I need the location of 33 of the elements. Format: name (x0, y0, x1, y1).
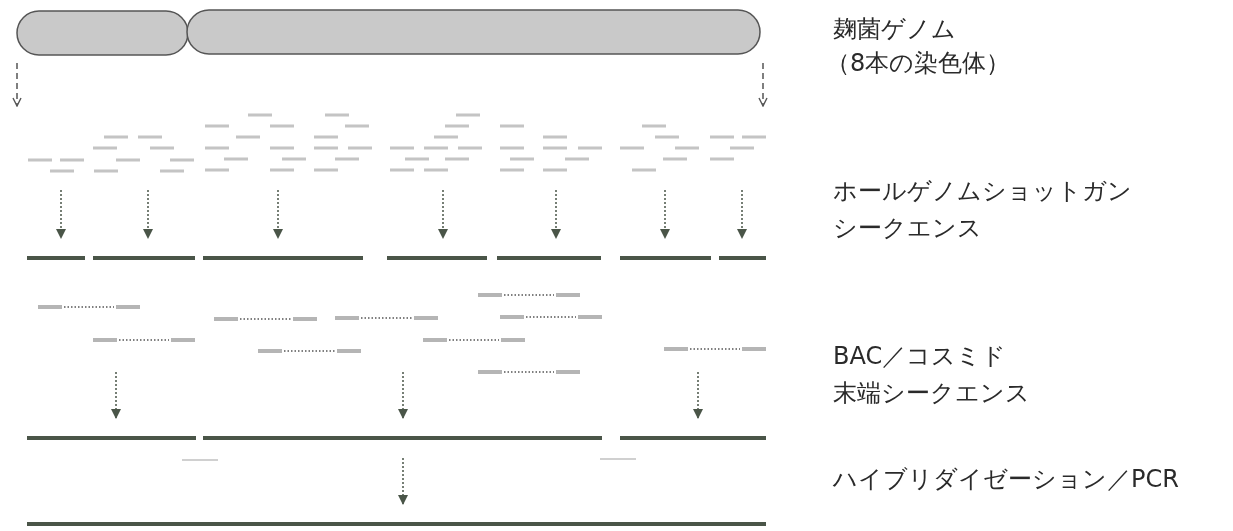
arrow (56, 189, 66, 239)
step-label: シークエンス (833, 213, 982, 243)
step-label: 末端シークエンス (833, 378, 1030, 408)
arrow (12, 62, 22, 107)
arrow (758, 62, 768, 107)
chromosome-bar (16, 9, 761, 56)
sequence-bar (387, 256, 487, 260)
sequence-bar (620, 256, 711, 260)
arrow (693, 371, 703, 419)
sequence-bar (27, 522, 766, 526)
step-label: （8本の染色体） (826, 48, 1011, 78)
arrow (111, 371, 121, 419)
sequence-bar (27, 256, 85, 260)
arrow (143, 189, 153, 239)
picture (28, 113, 766, 173)
sequence-bar (203, 436, 602, 440)
sequence-bar (620, 436, 766, 440)
step-label: ホールゲノムショットガン (833, 176, 1132, 206)
arrow (438, 189, 448, 239)
step-label: BAC／コスミド (833, 341, 1007, 371)
arrow (660, 189, 670, 239)
step-label: 麹菌ゲノム (833, 14, 956, 44)
step-label: ハイブリダイゼーション／PCR (833, 464, 1179, 494)
sequence-bar (719, 256, 766, 260)
sequence-bar (497, 256, 601, 260)
sequence-bar (93, 256, 195, 260)
arrow (273, 189, 283, 239)
arrow (398, 457, 408, 505)
arrow (551, 189, 561, 239)
arrow (737, 189, 747, 239)
sequence-bar (27, 436, 196, 440)
arrow (398, 371, 408, 419)
sequence-bar (203, 256, 363, 260)
